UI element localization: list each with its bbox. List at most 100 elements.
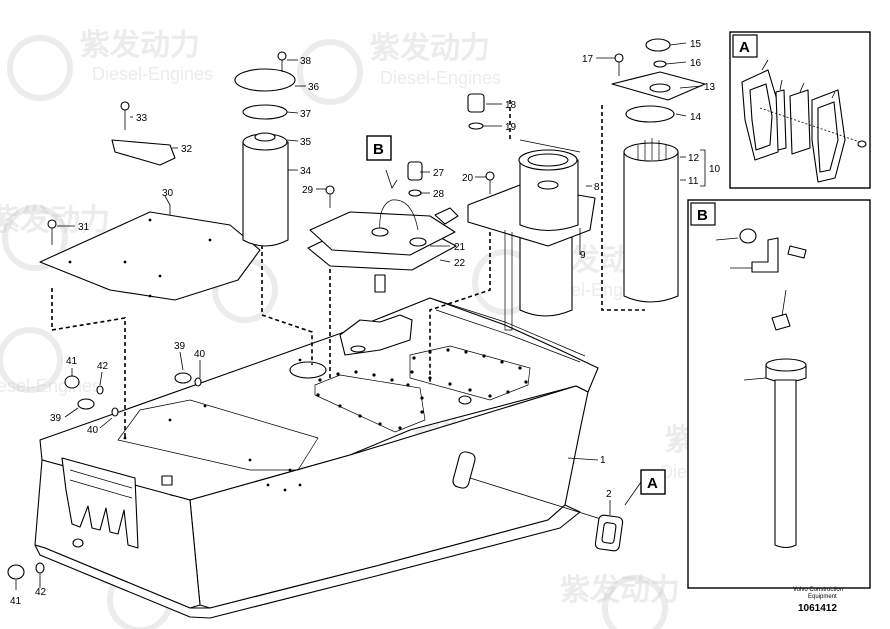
pump-tube <box>519 229 573 317</box>
a-screw-7 <box>857 140 867 148</box>
callout-37: 37 <box>300 109 312 120</box>
assembly-lines <box>51 100 645 440</box>
callout-22: 22 <box>454 258 466 269</box>
part-strainer <box>611 38 706 303</box>
maker-line-1: Volvo Construction <box>793 587 843 593</box>
maker-line-2: Equipment <box>808 594 837 600</box>
part-grommet-2 <box>594 514 624 552</box>
b-tube-23 <box>774 379 797 549</box>
callout-11: 11 <box>688 176 699 187</box>
b-hose-inner <box>743 248 847 362</box>
fitting-39-left <box>77 398 95 410</box>
callout-28: 28 <box>433 189 445 200</box>
screw-38 <box>277 51 287 72</box>
callout-14: 14 <box>690 112 702 123</box>
callout-34: 34 <box>300 166 312 177</box>
plug-41-top <box>64 375 80 389</box>
bolt-29 <box>325 185 335 208</box>
a-plate-5 <box>789 89 811 155</box>
callout-15: 15 <box>690 39 702 50</box>
part-cover-plate <box>39 211 261 301</box>
detail-tag-b: B <box>366 135 392 161</box>
callout-2: 2 <box>606 489 612 500</box>
dash-strainer <box>601 105 645 311</box>
detail-box-a: A <box>729 31 871 189</box>
side-opening <box>452 451 476 489</box>
callout-42-bottom: 42 <box>35 587 47 598</box>
pocket-right <box>409 345 531 401</box>
part-filter <box>234 51 296 247</box>
filler-opening <box>289 361 327 379</box>
strainer-top-12 <box>623 142 679 162</box>
detail-tag-a: A <box>624 469 666 506</box>
callout-39-top: 39 <box>174 341 186 352</box>
watermark-2: 紫发动力 Diesel-Engines <box>297 31 501 105</box>
dash-cover <box>51 288 126 440</box>
pump-rod <box>504 230 513 331</box>
watermark-brand: 紫发动力 <box>80 28 200 63</box>
bolt-31 <box>47 219 57 245</box>
callout-12: 12 <box>688 153 700 164</box>
callout-36: 36 <box>308 82 320 93</box>
callout-27: 27 <box>433 168 445 179</box>
deck-hatch <box>117 399 319 471</box>
bracket-lines <box>69 469 133 499</box>
callout-30: 30 <box>162 188 174 199</box>
callout-38: 38 <box>300 56 312 67</box>
tank-edge <box>169 494 191 501</box>
tank-base <box>34 504 581 619</box>
callout-39-left: 39 <box>50 413 62 424</box>
pump-body-8 <box>519 159 579 232</box>
callout-42-top: 42 <box>97 361 109 372</box>
b-connector <box>787 245 807 259</box>
boss-ring <box>350 345 366 353</box>
watermark-brand: 紫发动力 <box>370 31 490 66</box>
gasket-14 <box>625 105 675 123</box>
callout-33: 33 <box>136 113 148 124</box>
box-a-letter: A <box>739 39 750 56</box>
watermark-sub: Diesel-Engines <box>0 376 101 396</box>
tank-body <box>34 297 599 619</box>
deck-holes <box>123 348 528 492</box>
callout-21: 21 <box>454 242 466 253</box>
deck-plug <box>458 395 472 405</box>
box-b-letter: B <box>697 207 708 224</box>
callout-31: 31 <box>78 222 90 233</box>
watermark-sub: Diesel-Engines <box>380 68 501 88</box>
footer: Volvo Construction Equipment 1061412 <box>793 587 843 614</box>
detail-box-b: B <box>687 199 871 589</box>
callout-41-bottom: 41 <box>10 596 22 607</box>
watermark-sub: Diesel-Engines <box>92 64 213 84</box>
filter-body-34 <box>242 141 289 247</box>
callout-17: 17 <box>582 54 594 65</box>
cap-15 <box>645 38 671 52</box>
callout-40-top: 40 <box>194 349 206 360</box>
callout-9: 9 <box>580 250 586 261</box>
boss-bracket <box>339 314 413 356</box>
filter-neck <box>254 132 276 142</box>
watermark-6: Diesel-Engines <box>0 327 101 396</box>
callout-29: 29 <box>302 185 314 196</box>
callout-35: 35 <box>300 137 312 148</box>
strainer-ribs <box>637 138 667 160</box>
deck-block <box>161 475 173 486</box>
part-sender-lid <box>307 161 459 293</box>
strainer-11 <box>623 151 679 303</box>
fitting-27 <box>407 161 423 181</box>
callout-10: 10 <box>709 164 721 175</box>
pump-handle <box>519 139 581 153</box>
callout-1: 1 <box>600 455 606 466</box>
watermark-1: 紫发动力 Diesel-Engines <box>7 28 213 101</box>
callout-18: 18 <box>505 100 517 111</box>
watermark-3: 紫发动力 <box>0 203 110 271</box>
bolt-33 <box>120 101 130 130</box>
callout-20: 20 <box>462 173 474 184</box>
callout-13: 13 <box>704 82 716 93</box>
bolt-20 <box>485 171 495 194</box>
drain-hole <box>72 538 84 548</box>
filter-gasket-37 <box>242 104 288 120</box>
a-plate-4 <box>775 89 787 151</box>
plug-41-bottom <box>7 564 25 580</box>
lid-tube <box>379 199 419 233</box>
